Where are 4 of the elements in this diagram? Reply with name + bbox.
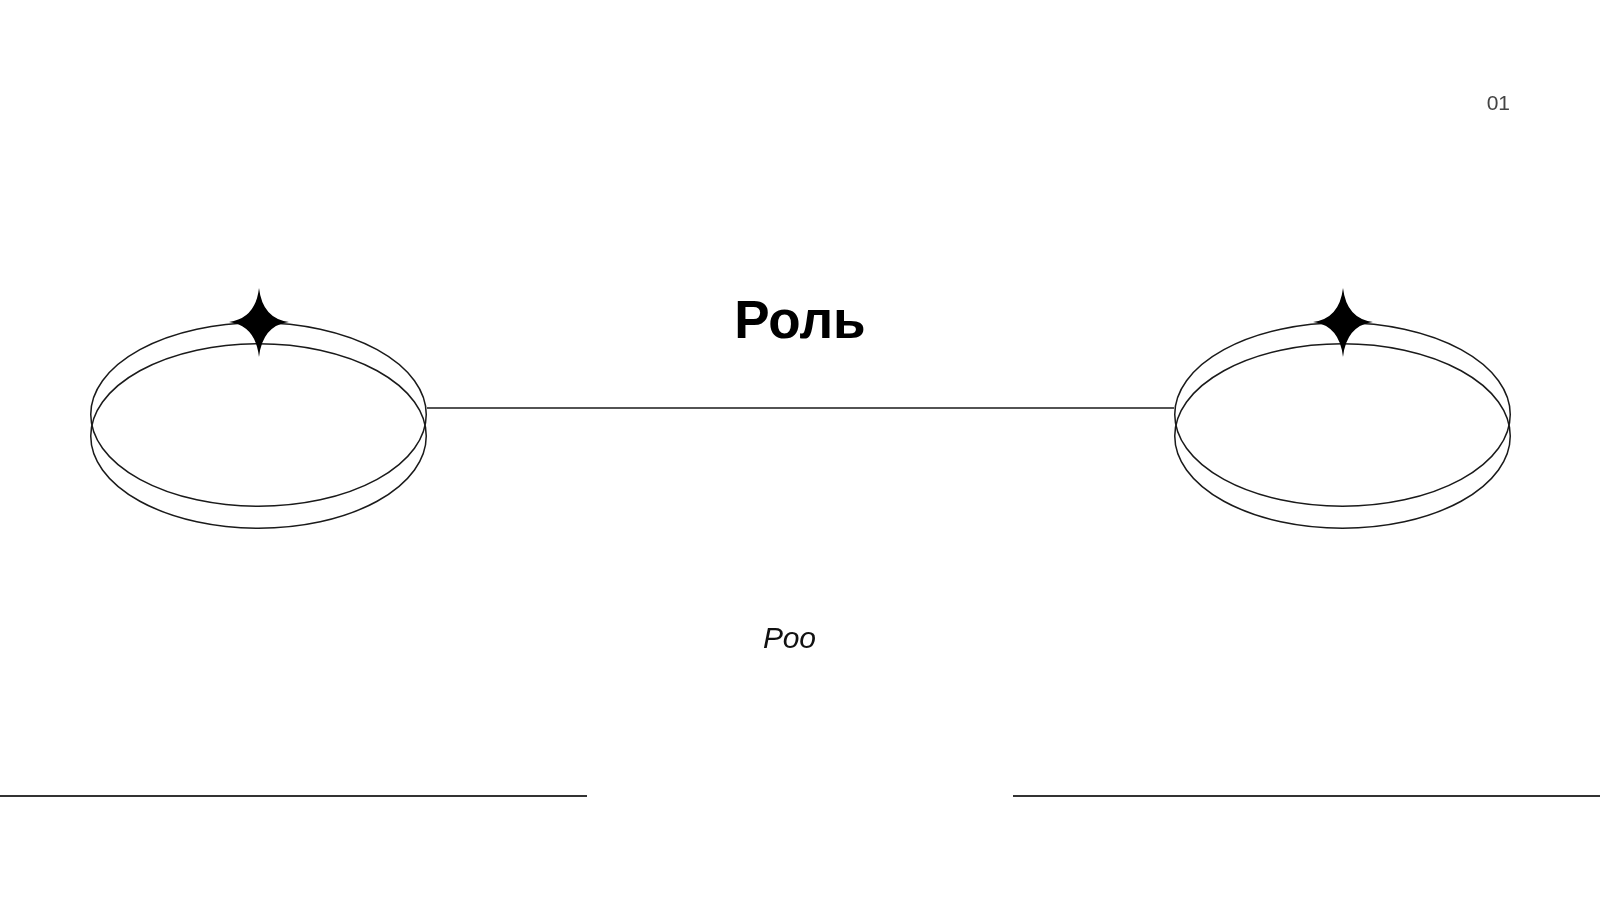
connector-line — [426, 407, 1175, 409]
subtitle-text: Роо — [763, 623, 817, 653]
title: Роль — [734, 293, 866, 346]
page-number: 01 — [1486, 92, 1510, 113]
